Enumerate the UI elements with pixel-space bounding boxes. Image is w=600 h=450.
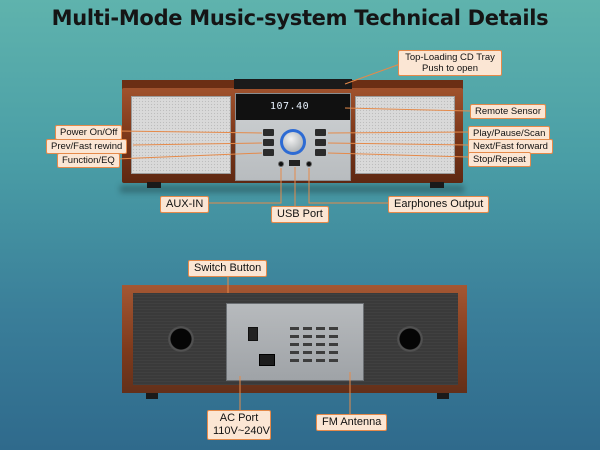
label-stop: Stop/Repeat <box>468 152 531 167</box>
vent-slot <box>290 351 299 354</box>
ac-socket <box>259 354 275 366</box>
label-switch-button: Switch Button <box>188 260 268 277</box>
vent-slot <box>303 343 312 346</box>
back-foot-right <box>437 393 449 399</box>
vent-slot <box>303 359 312 362</box>
vent-slot <box>290 327 299 330</box>
left-speaker-grille <box>131 96 231 174</box>
cd-tray-lid <box>234 79 352 89</box>
vent-slot <box>316 351 325 354</box>
page-title: Multi-Mode Music-system Technical Detail… <box>51 6 549 30</box>
label-fm-antenna: FM Antenna <box>316 414 388 431</box>
back-foot-left <box>146 393 158 399</box>
vent-slot <box>290 335 299 338</box>
next-button <box>315 139 326 146</box>
label-cd-tray-line2: Push to open <box>422 63 478 74</box>
usb-port <box>289 160 300 166</box>
vent-slot <box>316 343 325 346</box>
earphone-jack <box>306 161 312 167</box>
label-cd-tray-line1: Top-Loading CD Tray <box>405 52 495 63</box>
label-ac-port: AC Port 110V~240V <box>207 410 271 440</box>
label-prev: Prev/Fast rewind <box>46 139 128 154</box>
vent-slot <box>329 343 338 346</box>
power-button <box>263 129 274 136</box>
label-ac-port-line1: AC Port <box>219 412 259 424</box>
aux-jack <box>278 161 284 167</box>
rear-plate <box>226 303 364 381</box>
right-bass-port <box>397 326 423 352</box>
play-button <box>315 129 326 136</box>
front-foot-right <box>430 182 444 188</box>
vent-slot <box>303 335 312 338</box>
vent-slot <box>316 327 325 330</box>
stop-button <box>315 149 326 156</box>
left-bass-port <box>168 326 194 352</box>
front-shadow <box>120 185 464 193</box>
vent-slot <box>303 351 312 354</box>
power-switch <box>248 327 258 341</box>
vent-slot <box>290 359 299 362</box>
label-ac-port-line2: 110V~240V <box>213 425 270 437</box>
vent-slot <box>316 359 325 362</box>
label-next: Next/Fast forward <box>468 139 553 154</box>
vent-slot <box>316 335 325 338</box>
vent-slot <box>329 335 338 338</box>
vent-slot <box>329 351 338 354</box>
volume-knob <box>283 132 303 152</box>
display-readout: 107.40 <box>270 101 310 112</box>
right-speaker-grille <box>355 96 455 174</box>
vent-slot <box>329 359 338 362</box>
label-earphones: Earphones Output <box>388 196 490 213</box>
label-power: Power On/Off <box>55 125 123 140</box>
label-cd-tray: Top-Loading CD Tray Push to open <box>398 50 502 76</box>
vent-slot <box>290 343 299 346</box>
prev-button <box>263 139 274 146</box>
front-foot-left <box>147 182 161 188</box>
label-aux: AUX-IN <box>160 196 210 213</box>
label-function: Function/EQ <box>57 153 120 168</box>
lcd-display <box>236 94 350 120</box>
function-button <box>263 149 274 156</box>
vent-slot <box>303 327 312 330</box>
label-usb: USB Port <box>271 206 329 223</box>
vent-slot <box>329 327 338 330</box>
label-remote-sensor: Remote Sensor <box>470 104 547 119</box>
